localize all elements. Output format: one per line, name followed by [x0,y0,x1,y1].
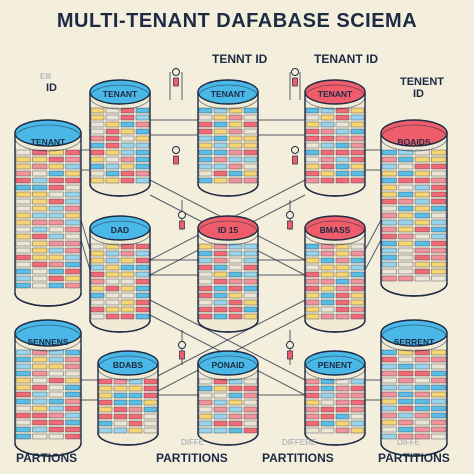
diagram-title: MULTI-TENANT DAFABASE SCIEMA [56,10,418,32]
connector-pin-icon [291,146,299,165]
label-partitions-1: PARTITIONS [156,451,228,465]
cylinder-label: PENENT [318,360,353,370]
connector-pin-icon [291,68,299,87]
cylinder-label: BOAIDS [397,137,430,147]
database-cylinder: SERRENT [380,319,448,457]
database-cylinder: BMASS [304,215,366,333]
database-cylinder: PONAID [197,350,259,446]
database-cylinder: BOAIDS [380,119,448,297]
database-cylinder: TENANT [197,79,259,197]
cylinder-label: TENANT [31,137,66,147]
cylinder-label: BDABS [113,360,144,370]
connection-line [80,239,91,271]
connection-line [364,219,382,251]
label-diffe-2: DIFFERE [282,438,317,447]
label-partions: PARTIONS [16,451,78,465]
label-partitions-2: PARTITIONS [262,451,334,465]
database-cylinder: ID 15 [197,215,259,333]
label-tenent-id: ID [413,88,424,100]
cylinder-label: SENNENS [27,337,68,347]
cylinder-label: BMASS [320,225,351,235]
database-cylinder: PENENT [304,350,366,446]
cylinder-label: TENANT [318,89,353,99]
label-partitions-3: PARTITIONS [378,451,450,465]
database-cylinder: TENANT [14,119,82,307]
partition-cylinders: TENANT TENANT TENANT TENANT BOAIDS DAD ID 15 BM… [14,79,448,457]
cylinder-label: SERRENT [394,337,435,347]
connector-pin-icon [172,68,180,87]
label-left-small: Ellt [40,72,52,81]
connection-line [80,219,91,251]
label-diffe-3: DIFFE [397,438,421,447]
label-tennt-id: TENNT ID [212,52,268,66]
database-cylinder: TENANT [304,79,366,197]
connector-pin-icon [178,341,186,360]
label-tenant-id: TENANT ID [314,52,378,66]
database-cylinder: SENNENS [14,319,82,457]
connection-line [149,299,306,381]
label-diffe-1: DIFFE [181,438,205,447]
cylinder-label: ID 15 [218,225,239,235]
connector-pin-icon [172,146,180,165]
label-tenent: TENENT [400,76,444,88]
cylinder-label: TENANT [103,89,138,99]
database-cylinder: BDABS [97,350,159,446]
connector-pin-icon [286,341,294,360]
connector-pin-icon [286,211,294,230]
database-cylinder: TENANT [89,79,151,197]
database-cylinder: DAD [89,215,151,333]
connection-line [364,239,382,271]
connector-pin-icon [178,211,186,230]
cylinder-label: PONAID [211,360,244,370]
label-left-id: ID [46,82,57,94]
cylinder-label: DAD [111,225,129,235]
cylinder-label: TENANT [211,89,246,99]
